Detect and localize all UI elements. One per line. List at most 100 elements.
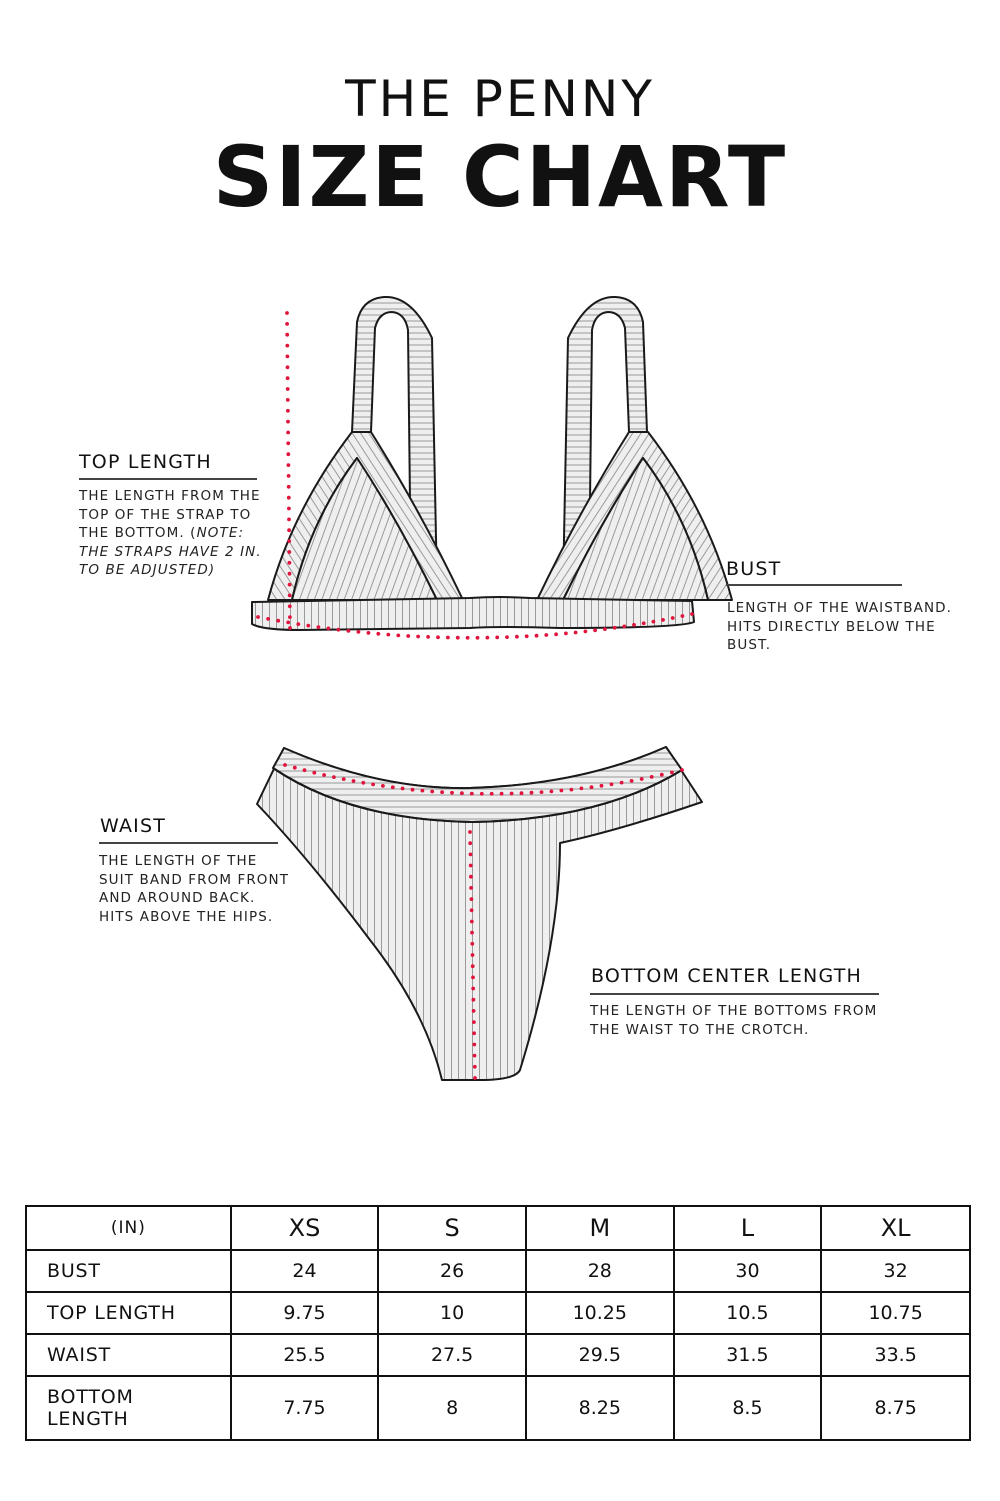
measure-dot: [554, 632, 558, 637]
measure-dot: [472, 1020, 476, 1024]
measure-dot: [579, 786, 584, 791]
table-header-row: (IN) XS S M L XL: [25, 1205, 971, 1251]
measure-dot: [659, 772, 664, 777]
measure-dot: [564, 631, 568, 636]
measure-dot: [336, 627, 341, 632]
table-cell: 10: [377, 1291, 527, 1335]
measure-dot: [351, 779, 356, 783]
measure-dot: [285, 387, 290, 391]
measure-dot: [285, 365, 290, 370]
measure-dot: [499, 791, 504, 796]
measure-dot: [534, 633, 539, 638]
size-header-xs: XS: [229, 1205, 380, 1251]
measure-dot: [286, 408, 290, 413]
measure-dot: [593, 628, 597, 633]
measure-dot: [649, 775, 654, 779]
measure-dot: [322, 773, 326, 777]
size-table: (IN) XS S M L XL BUST 24 26 28 30 32 TOP…: [25, 1205, 971, 1441]
measure-dot: [670, 770, 674, 775]
measure-dot: [460, 791, 464, 796]
measure-dot: [376, 631, 381, 636]
measure-dot: [690, 612, 694, 616]
measure-dot: [612, 625, 617, 630]
measure-dot: [287, 593, 292, 598]
measure-dot: [386, 632, 391, 637]
measure-dot: [285, 398, 290, 402]
bust-rule: [726, 584, 902, 586]
measure-dot: [599, 783, 604, 788]
table-cell: 25.5: [229, 1333, 380, 1377]
measure-dot: [381, 784, 385, 788]
measure-dot: [470, 953, 475, 957]
measure-dot: [470, 941, 475, 946]
table-cell: 10.25: [524, 1291, 675, 1335]
measure-dot: [471, 975, 475, 980]
measure-dot: [661, 618, 665, 622]
title-line-1: THE PENNY: [345, 70, 655, 128]
bottom-center-description: THE LENGTH OF THE BOTTOMS FROM THE WAIST…: [590, 1003, 878, 1038]
measure-dot: [256, 615, 260, 619]
measure-dot: [287, 550, 292, 554]
measure-dot: [629, 779, 634, 783]
measure-dot: [468, 863, 473, 868]
measure-dot: [312, 770, 317, 775]
measure-dot: [316, 625, 321, 629]
measure-dot: [416, 634, 420, 639]
swimsuit-illustration: [251, 295, 733, 1081]
bottom-center-rule: [590, 993, 879, 995]
measure-dot: [469, 791, 474, 796]
measure-dot: [465, 635, 470, 640]
measure-dot: [287, 582, 292, 587]
table-cell: 7.75: [229, 1375, 380, 1441]
table-cell: 26: [377, 1249, 527, 1293]
bottom-center-title: BOTTOM CENTER LENGTH: [591, 965, 862, 987]
measure-dot: [473, 1076, 477, 1080]
measure-dot: [469, 919, 474, 924]
measure-dot: [651, 619, 656, 624]
measure-dot: [524, 634, 529, 639]
table-cell: 33.5: [820, 1333, 971, 1377]
measure-dot: [670, 616, 675, 620]
measure-dot: [470, 930, 474, 935]
table-cell: 30: [672, 1249, 823, 1293]
measure-dot: [469, 886, 473, 890]
measure-dot: [485, 635, 490, 640]
measure-dot: [396, 633, 401, 638]
measure-dot: [341, 777, 346, 781]
top-length-dots: [285, 311, 292, 630]
measure-dot: [549, 789, 554, 794]
measure-dot: [583, 629, 588, 634]
measure-dot: [509, 791, 514, 796]
measure-dot: [472, 1064, 477, 1069]
measure-dot: [440, 790, 444, 795]
size-header-s: S: [377, 1205, 527, 1251]
measure-dot: [479, 791, 484, 796]
measure-dot: [436, 635, 440, 640]
measure-dot: [472, 1053, 477, 1058]
measure-dot: [288, 626, 292, 630]
measure-dot: [286, 474, 291, 478]
measure-dot: [287, 539, 292, 543]
table-cell: 10.75: [820, 1291, 971, 1335]
measure-dot: [356, 630, 361, 634]
measure-dot: [505, 635, 509, 639]
measure-dot: [306, 623, 311, 628]
measure-dot: [286, 430, 290, 435]
measure-dot: [544, 633, 549, 637]
measure-dot: [471, 986, 476, 991]
size-header-m: M: [524, 1205, 675, 1251]
top-length-rule: [79, 478, 257, 480]
measure-dot: [469, 874, 473, 879]
measure-dot: [287, 528, 291, 533]
table-cell: 8.75: [820, 1375, 971, 1441]
measure-dot: [632, 623, 636, 627]
measure-dot: [287, 506, 291, 511]
table-cell: 27.5: [377, 1333, 527, 1377]
row-label: BUST: [25, 1249, 232, 1293]
measure-dot: [287, 571, 292, 576]
measure-dot: [326, 626, 331, 631]
measure-dot: [472, 1031, 476, 1036]
table-cell: 10.5: [672, 1291, 823, 1335]
measure-dot: [390, 785, 395, 790]
bust-title: BUST: [726, 558, 782, 580]
